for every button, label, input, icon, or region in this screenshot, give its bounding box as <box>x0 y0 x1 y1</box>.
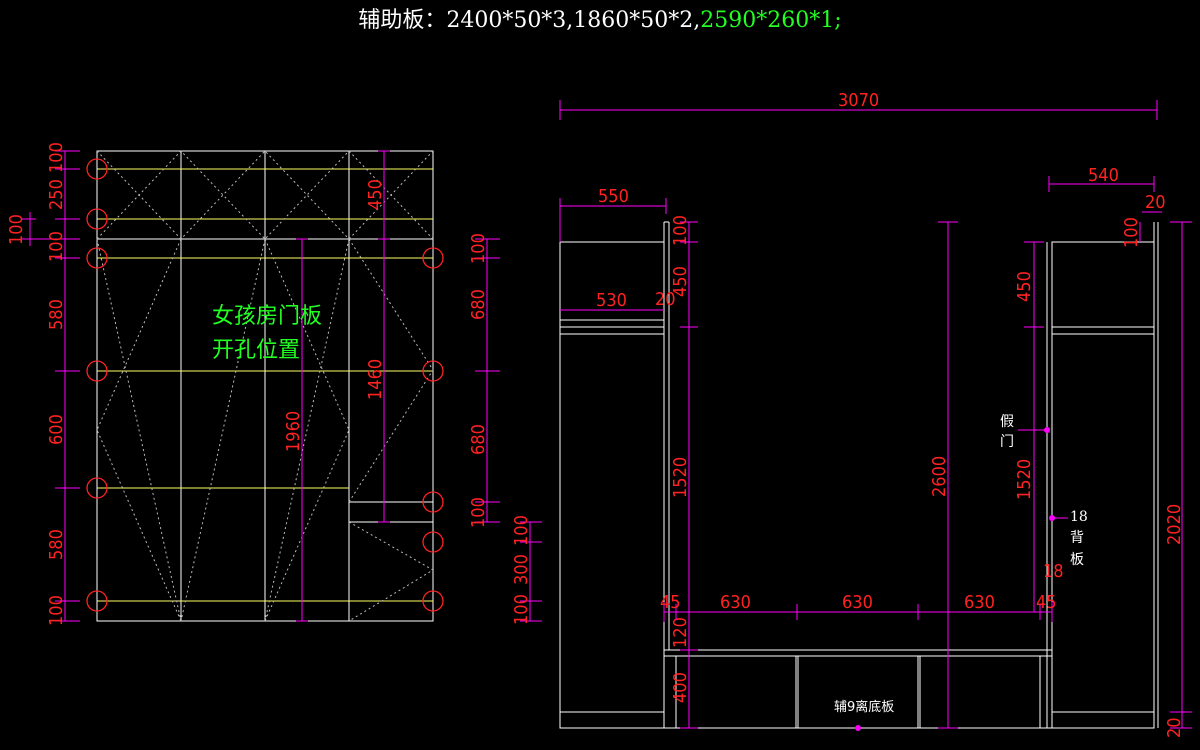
door-dim-left: 250 <box>46 179 67 210</box>
top-dims <box>559 176 1162 311</box>
back-panel-label: 背板 <box>1070 530 1084 568</box>
left-col-dim: 400 <box>670 672 691 703</box>
drawing-title: 辅助板：2400*50*3,1860*50*2,2590*260*1; <box>0 2 1200 34</box>
hinge-hole <box>86 360 108 382</box>
bottom-width: 630 <box>842 592 873 613</box>
door-dim-left: 100 <box>46 142 67 173</box>
bottom-width: 45 <box>660 592 681 613</box>
left-tall-unit <box>559 221 670 729</box>
door-dim-left: 100 <box>46 595 67 626</box>
left-col-dim: 450 <box>670 266 691 297</box>
door-dim-right: 100 <box>468 497 489 528</box>
door-dim-right: 680 <box>468 424 489 455</box>
hinge-hole <box>422 360 444 382</box>
door-dim-far-left: 100 <box>6 214 27 245</box>
base-cabinet <box>663 649 1053 729</box>
center-height-label: 2600 <box>929 456 950 497</box>
bottom-width: 630 <box>964 592 995 613</box>
hinge-holes <box>86 158 444 612</box>
right-col-dim: 18 <box>1043 561 1064 582</box>
hinge-hole <box>86 158 108 180</box>
right-vertical-dims <box>1024 221 1192 729</box>
total-width-label: 3070 <box>838 90 879 111</box>
door-dim-left: 600 <box>46 414 67 445</box>
door-dim-right: 680 <box>468 289 489 320</box>
right-tall-unit <box>1046 222 1159 729</box>
door-dim-inner: 1460 <box>365 359 386 400</box>
door-dim-inner: 450 <box>365 179 386 210</box>
right-top-gap: 20 <box>1145 192 1166 213</box>
left-col-dim: 120 <box>670 617 691 648</box>
title-highlight: 2590*260*1; <box>700 8 842 33</box>
door-dim-left: 100 <box>46 231 67 262</box>
door-dim-right-lower: 100 <box>511 515 532 546</box>
left-top-width: 550 <box>598 186 629 207</box>
right-col-dim: 100 <box>1121 217 1142 248</box>
center-height-dim <box>938 221 958 729</box>
door-dim-right-lower: 100 <box>511 594 532 625</box>
hinge-hole <box>422 531 444 553</box>
door-dim-right-lower: 300 <box>511 554 532 585</box>
door-swing-lines <box>96 150 434 622</box>
hinge-lines <box>97 168 433 602</box>
title-prefix: 辅助板：2400*50*3,1860*50*2, <box>358 8 701 33</box>
bottom-width: 45 <box>1036 592 1057 613</box>
hinge-hole <box>86 208 108 230</box>
bottom-width-dims <box>663 602 1053 622</box>
bottom-width: 630 <box>720 592 751 613</box>
door-panel-drawing: 100 250 100 580 600 580 100 100 100 680 … <box>6 142 542 626</box>
hinge-hole <box>422 590 444 612</box>
door-dim-inner: 1960 <box>283 411 304 452</box>
hinge-hole <box>86 247 108 269</box>
total-width-dim <box>559 100 1158 120</box>
left-col-dim: 100 <box>670 215 691 246</box>
back-panel-thickness: 18 <box>1070 509 1088 525</box>
left-col-dim: 1520 <box>670 457 691 498</box>
left-gap: 20 <box>655 289 676 310</box>
cabinet-elevation-drawing: 3070 <box>559 90 1192 738</box>
door-hole-note: 女孩房门板开孔位置 <box>212 304 323 363</box>
door-dim-left: 580 <box>46 299 67 330</box>
right-top-width: 540 <box>1088 165 1119 186</box>
door-dim-left: 580 <box>46 529 67 560</box>
inner-dim-lines <box>296 150 390 622</box>
hinge-hole <box>86 477 108 499</box>
far-right-bottom: 20 <box>1164 717 1185 738</box>
door-dim-right: 100 <box>468 233 489 264</box>
hinge-hole <box>86 590 108 612</box>
right-col-dim: 450 <box>1014 271 1035 302</box>
fake-door-label: 假门 <box>1000 414 1014 450</box>
right-dim-lines <box>475 238 542 622</box>
right-col-dim: 1520 <box>1014 459 1035 500</box>
left-dim-lines <box>22 150 80 622</box>
hinge-hole <box>422 247 444 269</box>
far-right-height: 2020 <box>1164 504 1185 545</box>
hinge-hole <box>422 491 444 513</box>
left-mid-width: 530 <box>596 290 627 311</box>
base-label: 辅9离底板 <box>834 700 895 715</box>
